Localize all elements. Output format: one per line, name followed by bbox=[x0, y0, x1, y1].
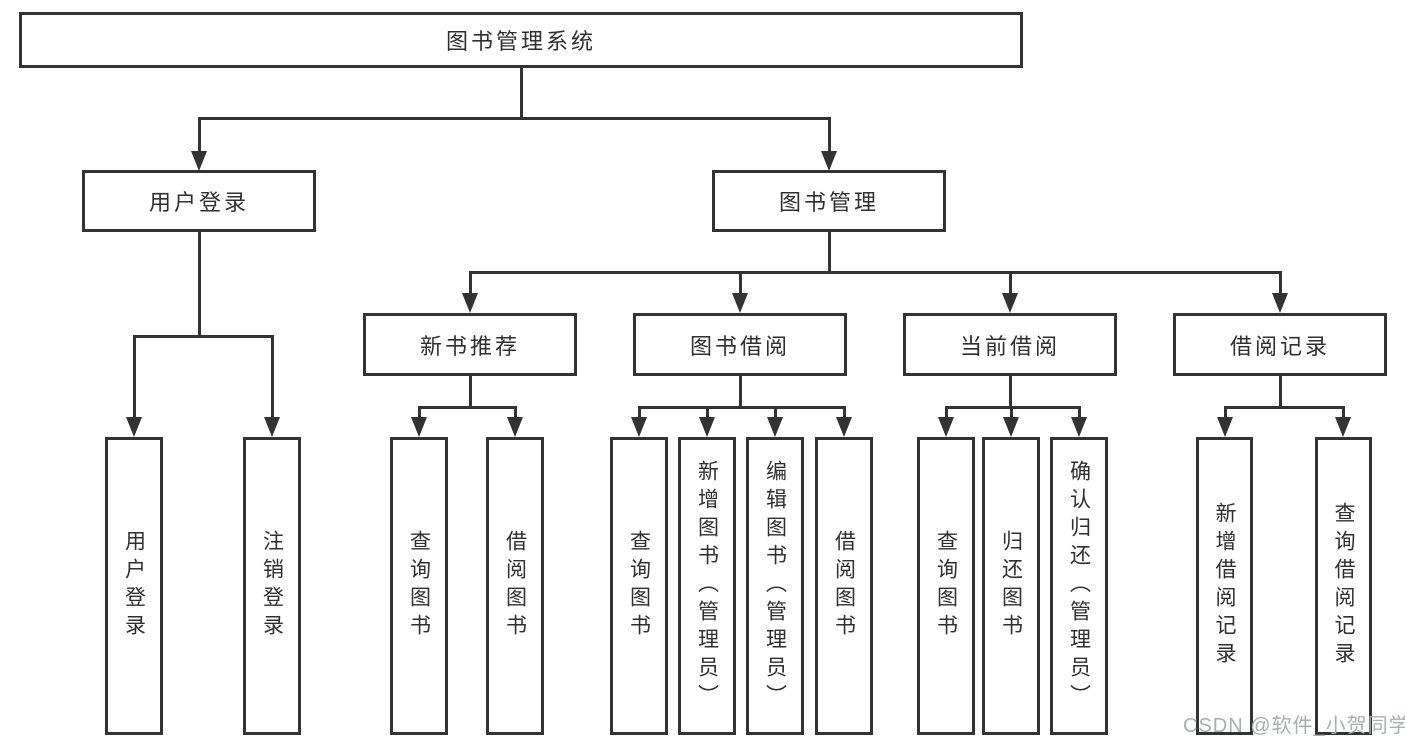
node-book-mgmt-label: 图书管理 bbox=[778, 190, 879, 215]
leaf-confirm-return-admin: 确认归还（管理员） bbox=[1050, 437, 1108, 735]
arrow-down-icon bbox=[631, 417, 647, 437]
leaf-logout: 注销登录 bbox=[243, 437, 301, 735]
connector-bar bbox=[418, 406, 517, 409]
leaf-label: 用户登录 bbox=[122, 530, 146, 642]
leaf-query-books-rec: 查询图书 bbox=[390, 437, 448, 735]
node-borrow-records: 借阅记录 bbox=[1173, 313, 1387, 376]
connector-drop bbox=[774, 406, 777, 419]
leaf-query-current: 查询图书 bbox=[917, 437, 975, 735]
arrow-down-icon bbox=[1217, 417, 1233, 437]
connector-stem bbox=[1279, 376, 1282, 409]
connector-stem bbox=[469, 376, 472, 409]
leaf-label: 查询图书 bbox=[627, 530, 651, 642]
arrow-down-icon bbox=[1002, 293, 1018, 313]
node-borrow-records-label: 借阅记录 bbox=[1229, 333, 1330, 359]
arrow-down-icon bbox=[264, 417, 280, 437]
connector-drop bbox=[469, 271, 472, 295]
connector-drop bbox=[739, 271, 742, 295]
connector-user-login-stem bbox=[198, 232, 201, 338]
arrow-down-icon bbox=[1335, 417, 1351, 437]
connector-stem bbox=[739, 376, 742, 409]
leaf-add-books-admin: 新增图书（管理员） bbox=[678, 437, 736, 735]
connector-level3-bar bbox=[469, 271, 1282, 274]
connector-bar bbox=[945, 406, 1081, 409]
node-new-book-rec: 新书推荐 bbox=[363, 313, 577, 376]
leaf-label: 编辑图书（管理员） bbox=[763, 460, 787, 712]
connector-drop bbox=[418, 406, 421, 419]
connector-drop bbox=[1342, 406, 1345, 419]
arrow-down-icon bbox=[699, 417, 715, 437]
connector-bar bbox=[638, 406, 846, 409]
connector-bar bbox=[1224, 406, 1345, 409]
arrow-down-icon bbox=[836, 417, 852, 437]
arrow-down-icon bbox=[732, 293, 748, 313]
leaf-label: 查询图书 bbox=[934, 530, 958, 642]
node-book-mgmt: 图书管理 bbox=[712, 170, 946, 232]
arrow-down-icon bbox=[126, 417, 142, 437]
arrow-down-icon bbox=[821, 151, 837, 171]
arrow-down-icon bbox=[411, 417, 427, 437]
node-root: 图书管理系统 bbox=[19, 12, 1023, 68]
connector-user-login-drop bbox=[198, 117, 201, 153]
connector-level1-bar bbox=[198, 117, 831, 120]
node-current-borrow: 当前借阅 bbox=[903, 313, 1117, 376]
leaf-label: 注销登录 bbox=[260, 530, 284, 642]
connector-stem bbox=[1009, 376, 1012, 409]
node-current-borrow-label: 当前借阅 bbox=[959, 333, 1060, 359]
leaf-label: 新增图书（管理员） bbox=[695, 460, 719, 712]
arrow-down-icon bbox=[462, 293, 478, 313]
leaf-label: 借阅图书 bbox=[832, 530, 856, 642]
arrow-down-icon bbox=[938, 417, 954, 437]
node-book-borrow: 图书借阅 bbox=[633, 313, 847, 376]
connector-drop bbox=[1224, 406, 1227, 419]
leaf-label: 新增借阅记录 bbox=[1213, 502, 1236, 670]
arrow-down-icon bbox=[1272, 293, 1288, 313]
connector-drop bbox=[843, 406, 846, 419]
connector-book-mgmt-drop bbox=[828, 117, 831, 153]
leaf-add-borrow-record: 新增借阅记录 bbox=[1196, 437, 1253, 735]
node-new-book-rec-label: 新书推荐 bbox=[419, 333, 520, 359]
watermark: CSDN @软件_小贺同学 bbox=[1183, 715, 1405, 737]
node-book-borrow-label: 图书借阅 bbox=[689, 333, 790, 359]
leaf-return-books: 归还图书 bbox=[982, 437, 1040, 735]
arrow-down-icon bbox=[1071, 417, 1087, 437]
node-user-login-label: 用户登录 bbox=[148, 190, 249, 215]
connector-drop bbox=[1009, 271, 1012, 295]
connector-drop bbox=[514, 406, 517, 419]
connector-drop bbox=[133, 335, 136, 419]
arrow-down-icon bbox=[507, 417, 523, 437]
connector-root-stem bbox=[520, 68, 523, 118]
connector-drop bbox=[706, 406, 709, 419]
arrow-down-icon bbox=[191, 151, 207, 171]
connector-drop bbox=[271, 335, 274, 419]
node-user-login: 用户登录 bbox=[82, 170, 316, 232]
leaf-query-books: 查询图书 bbox=[610, 437, 668, 735]
leaf-borrow-books: 借阅图书 bbox=[815, 437, 873, 735]
connector-drop bbox=[1078, 406, 1081, 419]
leaf-label: 查询借阅记录 bbox=[1332, 502, 1355, 670]
leaf-label: 查询图书 bbox=[407, 530, 431, 642]
connector-book-mgmt-stem bbox=[828, 232, 831, 274]
leaf-label: 归还图书 bbox=[999, 530, 1023, 642]
leaf-edit-books-admin: 编辑图书（管理员） bbox=[746, 437, 804, 735]
arrow-down-icon bbox=[767, 417, 783, 437]
node-root-label: 图书管理系统 bbox=[445, 29, 596, 54]
leaf-query-borrow-record: 查询借阅记录 bbox=[1315, 437, 1372, 735]
leaf-label: 确认归还（管理员） bbox=[1067, 460, 1091, 712]
leaf-label: 借阅图书 bbox=[503, 530, 527, 642]
leaf-user-login: 用户登录 bbox=[105, 437, 163, 735]
connector-drop bbox=[638, 406, 641, 419]
connector-drop bbox=[945, 406, 948, 419]
arrow-down-icon bbox=[1003, 417, 1019, 437]
leaf-borrow-books-rec: 借阅图书 bbox=[486, 437, 544, 735]
connector-drop bbox=[1279, 271, 1282, 295]
connector-drop bbox=[1010, 406, 1013, 419]
connector-user-login-bar bbox=[133, 335, 274, 338]
